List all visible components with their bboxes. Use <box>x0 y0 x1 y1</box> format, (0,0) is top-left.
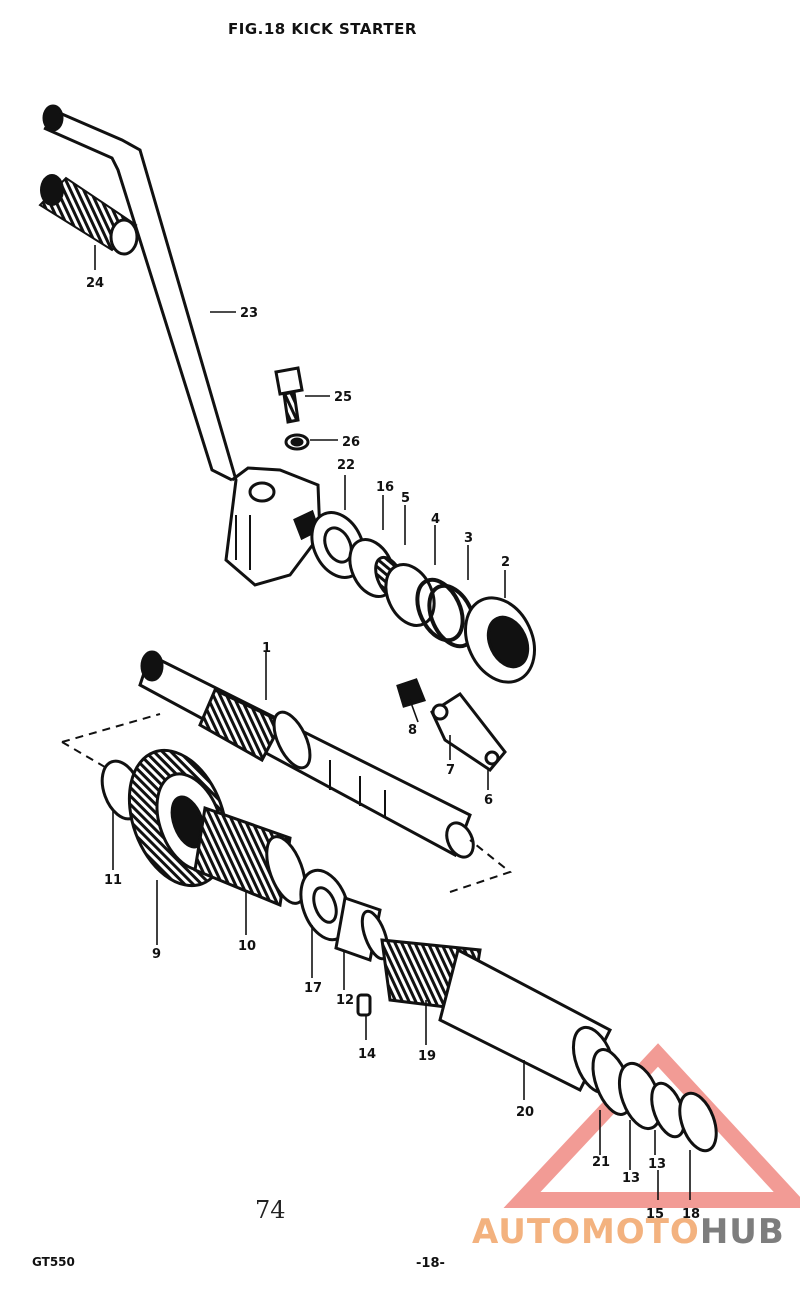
part-label: 10 <box>238 939 256 954</box>
part-label: 22 <box>337 458 355 473</box>
assembly-dashed-outline <box>61 713 513 893</box>
watermark-text-dark: HUB <box>699 1212 785 1252</box>
kick-gear-assembly <box>100 748 307 908</box>
part-label: 8 <box>408 723 417 738</box>
leader-lines <box>94 245 691 1200</box>
page-number: -18- <box>416 1256 445 1271</box>
part-label: 20 <box>516 1105 534 1120</box>
handwritten-page-number: 74 <box>255 1196 286 1224</box>
part-label: 2 <box>501 555 510 570</box>
part-label: 13 <box>648 1157 666 1172</box>
lever-rubber <box>38 174 139 256</box>
part-label: 21 <box>592 1155 610 1170</box>
part-label: 3 <box>464 531 473 546</box>
part-label: 17 <box>304 981 322 996</box>
part-label: 7 <box>446 763 455 778</box>
figure-title: FIG.18 KICK STARTER <box>228 20 417 38</box>
watermark-text-accent: AUTOMOTO <box>472 1212 700 1252</box>
part-label: 13 <box>622 1171 640 1186</box>
part-label: 19 <box>418 1049 436 1064</box>
part-label: 16 <box>376 480 394 495</box>
part-label: 18 <box>682 1207 700 1222</box>
stopper-plate <box>396 678 507 772</box>
part-label: 26 <box>342 435 360 450</box>
kick-starter-shaft <box>138 650 475 859</box>
kick-lever <box>42 104 322 587</box>
lower-washers <box>299 868 390 1017</box>
part-label: 9 <box>152 947 161 962</box>
watermark-triangle <box>503 1043 800 1208</box>
part-label: 15 <box>646 1207 664 1222</box>
watermark-logo: AUTOMOTOHUB <box>472 1212 785 1252</box>
part-label: 1 <box>262 641 271 656</box>
kick-idle-shaft <box>380 938 617 1095</box>
part-label: 24 <box>86 276 104 291</box>
part-label: 4 <box>431 512 440 527</box>
upper-shaft-components <box>310 511 536 684</box>
part-label: 12 <box>336 993 354 1008</box>
part-label: 14 <box>358 1047 376 1062</box>
part-label: 11 <box>104 873 122 888</box>
part-label: 5 <box>401 491 410 506</box>
part-label: 25 <box>334 390 352 405</box>
part-label: 23 <box>240 306 258 321</box>
lever-bolt <box>274 366 310 451</box>
part-label: 6 <box>484 793 493 808</box>
end-washers <box>591 1048 718 1153</box>
model-code: GT550 <box>32 1255 75 1269</box>
